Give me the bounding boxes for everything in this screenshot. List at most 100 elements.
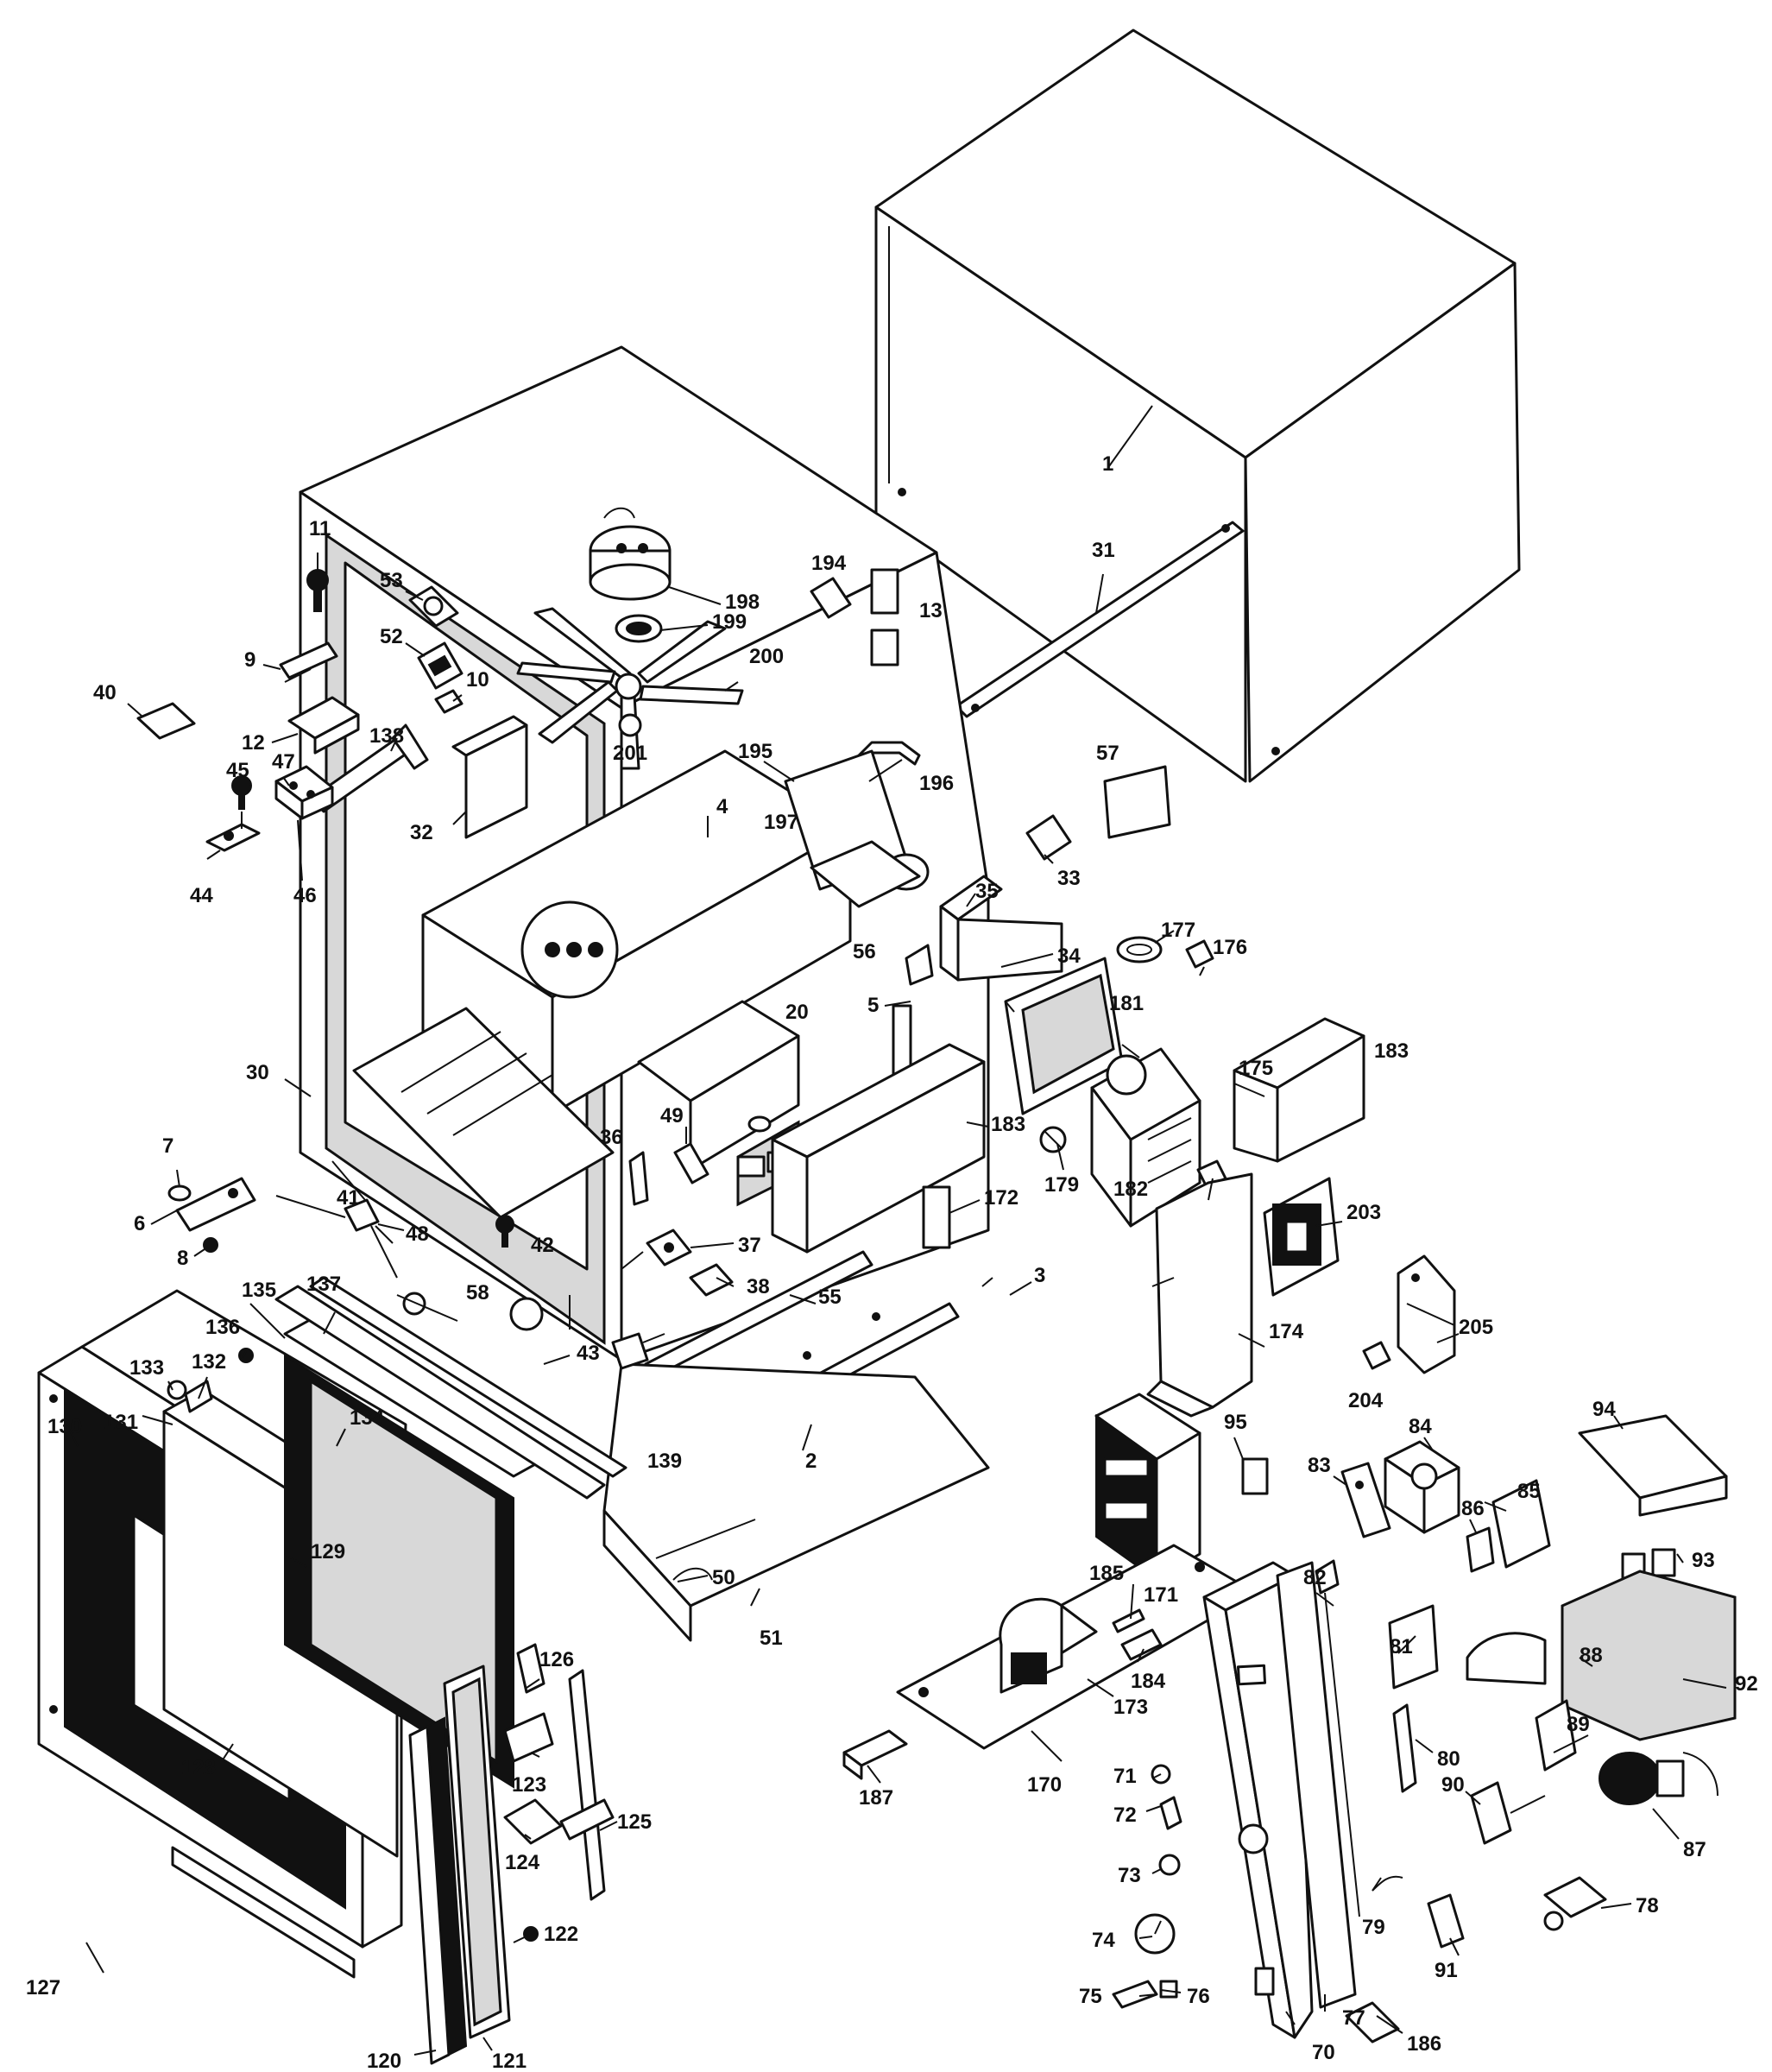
callout-42: 42 — [531, 1234, 554, 1257]
part-1-outer-cabinet — [874, 28, 1521, 783]
part-78-switch — [1543, 1876, 1607, 1931]
callout-10: 10 — [466, 668, 489, 692]
callout-186: 186 — [1407, 2032, 1441, 2056]
callout-127: 127 — [26, 1976, 60, 1999]
callout-87: 87 — [1683, 1838, 1706, 1861]
part-124-clip — [503, 1798, 563, 1845]
part-77-panel-frame — [1276, 1561, 1360, 2009]
callout-1: 1 — [1102, 452, 1113, 476]
part-125-latch-arm — [559, 1669, 615, 1901]
part-40-plate — [136, 702, 196, 740]
callout-74: 74 — [1092, 1929, 1115, 1952]
part-32-bracket — [451, 715, 528, 839]
callout-139: 139 — [647, 1450, 682, 1473]
callout-181: 181 — [1109, 992, 1144, 1015]
part-10-nut — [434, 689, 463, 714]
part-133-hinge — [167, 1380, 187, 1400]
callout-120: 120 — [367, 2050, 401, 2072]
part-72-clip — [1159, 1796, 1182, 1830]
callout-80: 80 — [1437, 1747, 1460, 1771]
part-37-switch — [646, 1229, 692, 1267]
part-170-base-plate — [896, 1544, 1258, 1750]
callout-84: 84 — [1409, 1415, 1432, 1438]
part-52-bracket — [417, 641, 463, 690]
part-89-board — [1535, 1699, 1577, 1772]
part-179-thermal — [1039, 1126, 1067, 1153]
callout-176: 176 — [1213, 936, 1247, 959]
callout-135: 135 — [242, 1279, 276, 1302]
callout-179: 179 — [1044, 1173, 1079, 1197]
callout-45: 45 — [226, 759, 249, 782]
part-139-bumper — [611, 1332, 649, 1370]
callout-58: 58 — [466, 1281, 489, 1304]
callout-50: 50 — [712, 1566, 735, 1589]
callout-131: 131 — [104, 1411, 138, 1434]
part-80-bracket — [1392, 1703, 1417, 1793]
part-88-shield — [1466, 1632, 1547, 1685]
callout-labels: 1 2 3 4 5 6 7 8 9 10 11 12 13 20 30 31 3… — [26, 452, 1758, 2072]
part-183-duct-cover — [1233, 1017, 1365, 1163]
part-81-plate — [1388, 1604, 1439, 1690]
callout-57: 57 — [1096, 742, 1119, 765]
callout-51: 51 — [760, 1627, 783, 1650]
part-11-screw — [306, 569, 329, 612]
part-198-stirrer-motor — [589, 507, 672, 601]
callout-133: 133 — [129, 1356, 164, 1380]
part-45-screw — [231, 775, 252, 810]
part-73-knob — [1158, 1854, 1181, 1876]
part-13-switches — [870, 568, 899, 666]
part-50-clip — [672, 1567, 713, 1581]
callout-70: 70 — [1312, 2041, 1335, 2064]
part-47-block — [274, 765, 334, 820]
callout-91: 91 — [1435, 1959, 1458, 1982]
callout-33: 33 — [1057, 867, 1081, 890]
part-172-switch — [922, 1185, 951, 1249]
part-48-lamp — [275, 1195, 458, 1322]
part-35-bracket — [939, 875, 1063, 982]
callout-43: 43 — [577, 1342, 600, 1365]
callout-172: 172 — [984, 1186, 1018, 1210]
part-183-cover — [771, 1043, 986, 1254]
part-53-clip — [408, 585, 459, 628]
callout-46: 46 — [293, 884, 317, 907]
callout-170: 170 — [1027, 1773, 1062, 1797]
part-82-bracket — [1315, 1559, 1340, 1595]
part-205-bracket — [1397, 1254, 1456, 1374]
callout-81: 81 — [1390, 1635, 1413, 1658]
part-197-bracket — [810, 840, 921, 908]
callout-7: 7 — [162, 1134, 173, 1158]
part-74-dial — [1134, 1913, 1176, 1955]
part-86-relay — [1466, 1526, 1495, 1573]
callout-78: 78 — [1636, 1894, 1659, 1917]
callout-79: 79 — [1362, 1916, 1385, 1939]
part-83-bracket — [1340, 1462, 1391, 1538]
callout-134: 134 — [350, 1406, 385, 1430]
part-51-base — [602, 1362, 990, 1642]
part-135-strip — [274, 1285, 606, 1500]
callout-128: 128 — [181, 1756, 216, 1779]
callout-40: 40 — [93, 681, 117, 704]
callout-198: 198 — [725, 591, 760, 614]
callout-194: 194 — [811, 552, 847, 575]
callout-199: 199 — [712, 610, 747, 634]
part-121-door-trim — [443, 1665, 511, 2039]
part-201-nut — [618, 713, 642, 737]
part-91-bracket — [1427, 1893, 1465, 1949]
part-95-switch — [1241, 1457, 1269, 1495]
callout-52: 52 — [380, 625, 403, 648]
part-187-block — [842, 1729, 908, 1780]
callout-5: 5 — [867, 994, 879, 1017]
callout-47: 47 — [272, 750, 295, 774]
part-200-stirrer-blade — [516, 607, 744, 770]
callout-35: 35 — [975, 880, 999, 903]
callout-90: 90 — [1441, 1773, 1465, 1797]
callout-174: 174 — [1269, 1320, 1304, 1343]
callout-12: 12 — [242, 731, 265, 755]
callout-205: 205 — [1459, 1316, 1493, 1339]
callout-55: 55 — [818, 1286, 842, 1309]
part-58-knob — [509, 1297, 544, 1331]
callout-37: 37 — [738, 1234, 761, 1257]
part-123-latch — [503, 1712, 554, 1763]
callout-204: 204 — [1348, 1389, 1384, 1412]
callout-185: 185 — [1089, 1562, 1124, 1585]
